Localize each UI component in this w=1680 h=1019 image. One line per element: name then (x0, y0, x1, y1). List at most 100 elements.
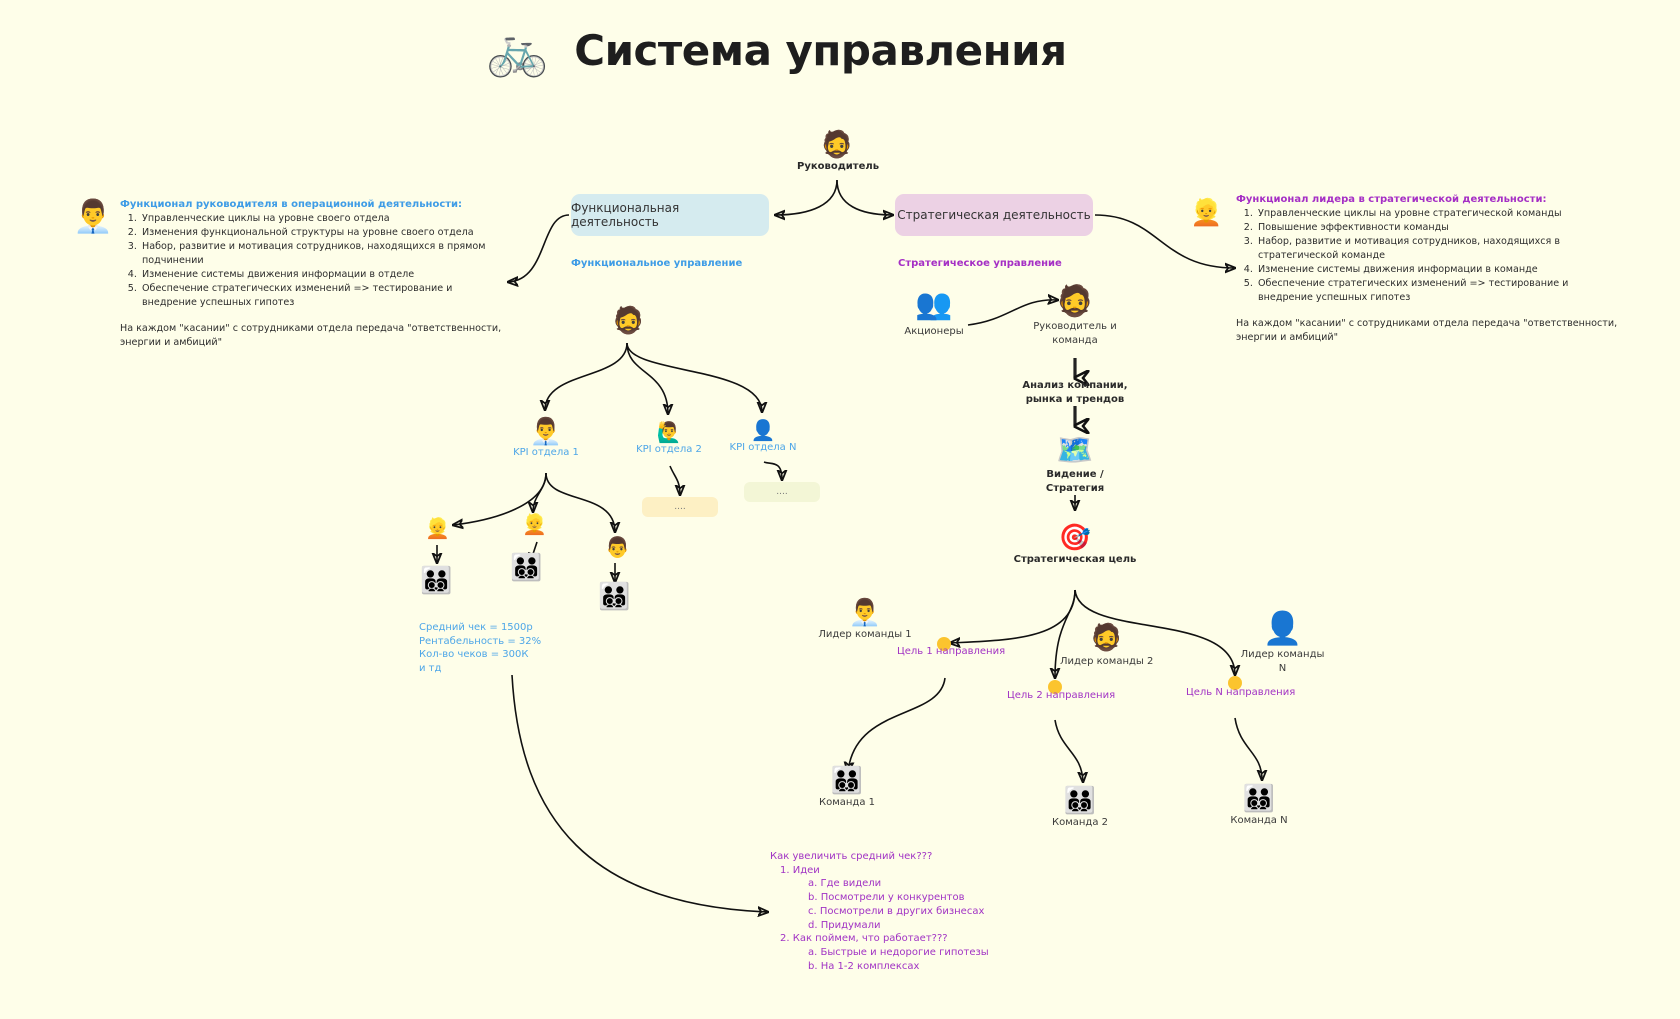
analysis-node[interactable]: Анализ компании, рынка и трендов (1022, 380, 1128, 405)
arrow-kpi1-sub2 (533, 472, 547, 512)
office-worker-icon: 👨‍💼 (529, 417, 563, 447)
leader-team-label: Руководитель и команда (1033, 321, 1117, 346)
root-node[interactable]: 🧔 Руководитель (797, 130, 880, 174)
person-blond-icon: 👱 (1190, 198, 1223, 228)
leader-team-icon: 🧔 (1056, 284, 1094, 319)
bicycle-icon: 🚲 (486, 21, 549, 79)
leader-team-node[interactable]: 🧔 Руководитель и команда (1030, 284, 1120, 348)
team-group-icon: 👨‍👨‍👦‍👦 (510, 553, 543, 583)
strategic-activity-box[interactable]: Стратегическая деятельность (895, 194, 1093, 236)
page-header: 🚲 Система управления (486, 22, 1067, 78)
office-worker-icon: 👨‍💼 (848, 598, 882, 628)
left-note: Функционал руководителя в операционной д… (120, 198, 510, 350)
ideas-line: a. Быстрые и недорогие гипотезы (808, 946, 989, 958)
direction-goal-n: Цель N направления (1186, 687, 1296, 698)
team-1-node[interactable]: 👨‍👨‍👦‍👦 Команда 1 (812, 766, 882, 810)
kpi-label: KPI отдела 2 (636, 444, 702, 455)
functional-activity-box[interactable]: Функциональная деятельность (571, 194, 769, 236)
ideas-heading: Как увеличить средний чек??? (770, 851, 933, 862)
arrow-kpi2-pill (669, 465, 680, 495)
office-worker-icon: 👨‍💼 (73, 197, 113, 235)
vision-label: Видение / Стратегия (1045, 469, 1105, 494)
right-note-list: Управленческие циклы на уровне стратегич… (1236, 207, 1626, 305)
right-note-heading: Функционал лидера в стратегической деяте… (1236, 194, 1547, 205)
team-label: Команда 2 (1051, 817, 1108, 828)
shareholders-label: Акционеры (904, 326, 964, 337)
metric-profitability: Рентабельность = 32% (419, 635, 542, 647)
ideas-line: 2. Как поймем, что работает??? (780, 933, 948, 945)
list-item: Изменение системы движения информации в … (140, 268, 510, 282)
page-title: Система управления (574, 25, 1067, 75)
direction-goal-1: Цель 1 направления (897, 646, 1006, 657)
strategic-goal-node[interactable]: 🎯 Стратегическая цель (1010, 523, 1140, 567)
direction-goal-2: Цель 2 направления (1007, 690, 1116, 701)
arrow-head-kpi2 (626, 342, 668, 414)
subteam-lead-icon: 👨 (605, 535, 630, 559)
team-group-icon: 👨‍👨‍👦‍👦 (1242, 784, 1276, 814)
team-group-icon: 👨‍👨‍👦‍👦 (1063, 786, 1097, 816)
list-item: Изменения функциональной структуры на ур… (140, 226, 510, 240)
arrow-shareholders-leader (967, 300, 1058, 326)
arrow-goal-dir1 (950, 589, 1076, 643)
team-group-icon: 👨‍👨‍👦‍👦 (420, 566, 453, 596)
person-raising-hand-icon: 🙋‍♂️ (656, 420, 682, 444)
arrow-kpin-pill (763, 461, 782, 480)
team-n-node[interactable]: 👨‍👨‍👦‍👦 Команда N (1224, 784, 1294, 828)
arrow-functional-note (508, 214, 570, 282)
ideas-line: b. Посмотрели у конкурентов (808, 892, 965, 904)
goal-dot-1[interactable] (937, 637, 951, 651)
group-icon: 👥 (915, 287, 953, 322)
arrow-root-strategic (836, 179, 893, 215)
team-2-node[interactable]: 👨‍👨‍👦‍👦 Команда 2 (1045, 786, 1115, 830)
target-icon: 🎯 (1058, 523, 1092, 553)
team-leader-label: Лидер команды 1 (818, 629, 912, 640)
arrow-strategic-note (1094, 214, 1235, 268)
ideas-line: b. На 1-2 комплексах (808, 960, 920, 972)
ideas-line: 1. Идеи (780, 864, 820, 876)
kpi-node-2[interactable]: 🙋‍♂️ KPI отдела 2 (628, 420, 710, 455)
list-item: Управленческие циклы на уровне стратегич… (1256, 207, 1626, 221)
arrow-dirn-team (1234, 717, 1262, 780)
kpi2-placeholder-pill[interactable]: .... (642, 497, 718, 517)
metric-etc: и тд (419, 662, 442, 674)
subteam-lead-icon: 👱 (522, 512, 547, 536)
goal-dot-2[interactable] (1048, 680, 1062, 694)
shareholders-node[interactable]: 👥 Акционеры (895, 285, 973, 339)
world-map-icon: 🗺️ (1056, 433, 1094, 468)
list-item: Набор, развитие и мотивация сотрудников,… (1256, 235, 1626, 263)
ideas-line: d. Придумали (808, 919, 881, 931)
functional-management-heading: Функциональное управление (571, 258, 743, 269)
team-label: Команда 1 (818, 797, 875, 808)
kpi-node-n[interactable]: 👤 KPI отдела N (722, 418, 804, 453)
strategic-management-heading: Стратегическое управление (898, 258, 1062, 269)
left-note-heading: Функционал руководителя в операционной д… (120, 199, 463, 210)
metric-avg-check: Средний чек = 1500р (419, 622, 533, 633)
right-note: Функционал лидера в стратегической деяте… (1236, 193, 1626, 345)
vision-node[interactable]: 🗺️ Видение / Стратегия (1030, 434, 1120, 496)
arrow-dir1-team1 (848, 677, 946, 772)
team-leader-1[interactable]: 👨‍💼 Лидер команды 1 (815, 598, 915, 642)
kpi-label: KPI отдела N (729, 442, 797, 453)
root-label: Руководитель (797, 161, 880, 172)
department-head-icon[interactable]: 🧔 (612, 306, 645, 336)
bearded-person-icon: 🧔 (1090, 623, 1123, 653)
list-item: Набор, развитие и мотивация сотрудников,… (140, 240, 510, 268)
goal-dot-n[interactable] (1228, 676, 1242, 690)
bearded-person-icon: 🧔 (820, 130, 854, 160)
team-leader-n[interactable]: 👤 Лидер команды N (1240, 608, 1325, 676)
strategic-goal-label: Стратегическая цель (1013, 554, 1137, 565)
kpin-placeholder-pill[interactable]: .... (744, 482, 820, 502)
team-leader-2-label[interactable]: Лидер команды 2 (1060, 656, 1154, 667)
ideas-line: a. Где видели (808, 878, 882, 890)
kpi-node-1[interactable]: 👨‍💼 KPI отдела 1 (505, 417, 587, 458)
ideas-line: c. Посмотрели в других бизнесах (808, 905, 985, 917)
arrow-goal-dir2 (1055, 589, 1076, 678)
arrow-goal-dirn (1074, 589, 1235, 675)
arrow-metrics-ideas (511, 674, 768, 912)
team-leader-label: Лидер команды N (1240, 649, 1325, 674)
list-item: Обеспечение стратегических изменений => … (140, 282, 510, 310)
list-item: Обеспечение стратегических изменений => … (1256, 277, 1626, 305)
right-note-footer: На каждом "касании" с сотрудниками отдел… (1236, 318, 1618, 343)
arrow-head-kpin (626, 342, 762, 412)
